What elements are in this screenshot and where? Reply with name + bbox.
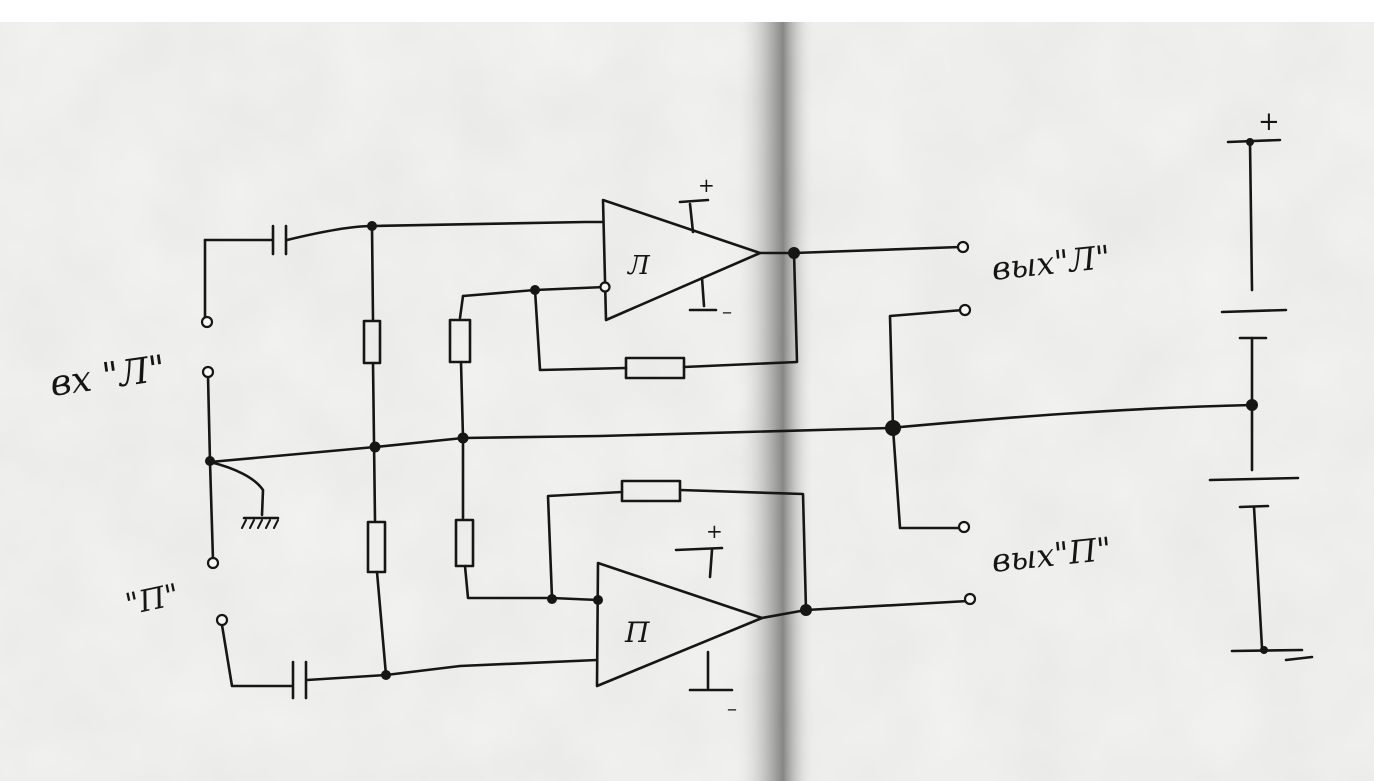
output-jack-left-cold — [958, 303, 972, 317]
input-jack-right-cold — [215, 613, 229, 627]
svg-text:+: + — [1258, 107, 1280, 137]
input-jack-left-hot — [200, 315, 214, 329]
amplifier-right: П + – — [384, 479, 970, 720]
amp-left-label: Л — [626, 251, 651, 281]
output-jack-left-hot — [956, 240, 970, 254]
amplifier-left: Л + – — [370, 173, 962, 380]
paper-top-edge — [0, 0, 1374, 22]
amp-right-label: П — [624, 616, 650, 649]
svg-text:+: + — [706, 519, 723, 543]
input-jack-left-cold — [201, 365, 215, 379]
svg-text:–: – — [722, 299, 732, 323]
input-jack-right-hot — [206, 556, 220, 570]
output-terminals — [956, 240, 977, 606]
input-terminals — [200, 315, 229, 627]
svg-text:+: + — [698, 173, 715, 197]
battery-supply: + — [1208, 107, 1314, 662]
output-wiring — [888, 308, 965, 530]
output-jack-right-cold — [957, 520, 971, 534]
output-jack-right-hot — [963, 592, 977, 606]
svg-text:–: – — [727, 696, 737, 720]
input-wiring — [203, 224, 388, 700]
paper-fold-shadow — [735, 0, 815, 781]
